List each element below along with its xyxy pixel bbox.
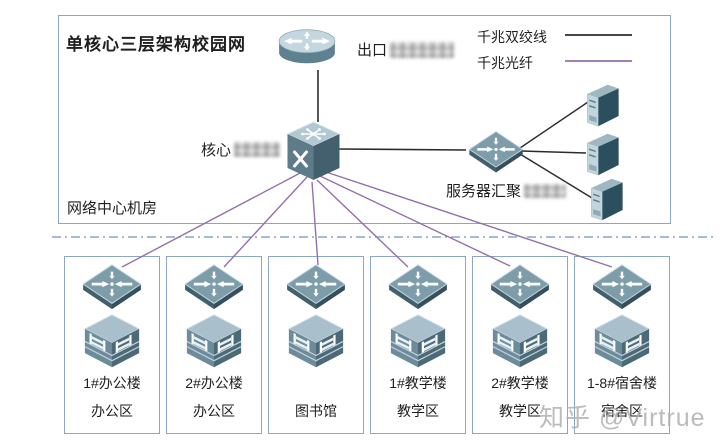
room-label: 网络中心机房: [67, 200, 158, 217]
stacked-switch-icon: [288, 314, 344, 368]
zone-label: 图书馆: [295, 403, 337, 419]
stacked-switch-icon: [186, 314, 242, 368]
stacked-switch-icon: [390, 314, 446, 368]
server-agg-label: 服务器汇聚: [446, 183, 522, 200]
exit-router-label: 出口: [357, 42, 388, 59]
server-agg-caption: 服务器汇聚: [446, 180, 567, 201]
building-label: 1-8#宿舍楼: [586, 375, 658, 391]
stacked-switch-icon: [84, 314, 140, 368]
building-box-6: 1-8#宿舍楼 宿舍区: [574, 256, 670, 434]
exit-router-icon: [278, 29, 336, 64]
redacted-text: [524, 183, 567, 198]
redacted-text: [234, 142, 281, 157]
stacked-switch-icon: [594, 314, 650, 368]
workgroup-switch-icon: [592, 264, 652, 310]
workgroup-switch-icon: [82, 264, 142, 310]
zone-label: 教学区: [397, 403, 439, 419]
building-label: 1#办公楼: [83, 375, 141, 391]
building-label: 2#教学楼: [491, 375, 549, 391]
legend-copper-label: 千兆双绞线: [477, 29, 547, 45]
core-switch-icon: [286, 120, 341, 182]
watermark: 知乎 @Virtrue: [539, 404, 706, 432]
building-label: 2#办公楼: [185, 375, 243, 391]
zone-label: 办公区: [91, 403, 133, 419]
workgroup-switch-icon: [388, 264, 448, 310]
server-icon-1: [586, 84, 620, 127]
workgroup-switch-icon: [286, 264, 346, 310]
building-label: 1#教学楼: [389, 375, 447, 391]
diagram-title: 单核心三层架构校园网: [66, 35, 246, 54]
redacted-text: [390, 41, 455, 58]
building-box-5: 2#教学楼 教学区: [472, 256, 568, 434]
zone-label: 宿舍区: [601, 403, 643, 419]
stacked-switch-icon: [492, 314, 548, 368]
server-icon-2: [586, 133, 620, 176]
legend-fiber-label: 千兆光纤: [477, 55, 533, 71]
core-switch-label: 核心: [201, 142, 232, 159]
server-icon-3: [590, 178, 624, 221]
exit-router-caption: 出口: [357, 39, 455, 60]
building-box-2: 2#办公楼 办公区: [166, 256, 262, 434]
core-switch-caption: 核心: [201, 139, 281, 160]
zone-label: 办公区: [193, 403, 235, 419]
zone-label: 教学区: [499, 403, 541, 419]
building-box-3: 图书馆: [268, 256, 364, 434]
building-box-1: 1#办公楼 办公区: [64, 256, 160, 434]
server-agg-switch-icon: [468, 131, 524, 173]
workgroup-switch-icon: [184, 264, 244, 310]
workgroup-switch-icon: [490, 264, 550, 310]
building-box-4: 1#教学楼 教学区: [370, 256, 466, 434]
